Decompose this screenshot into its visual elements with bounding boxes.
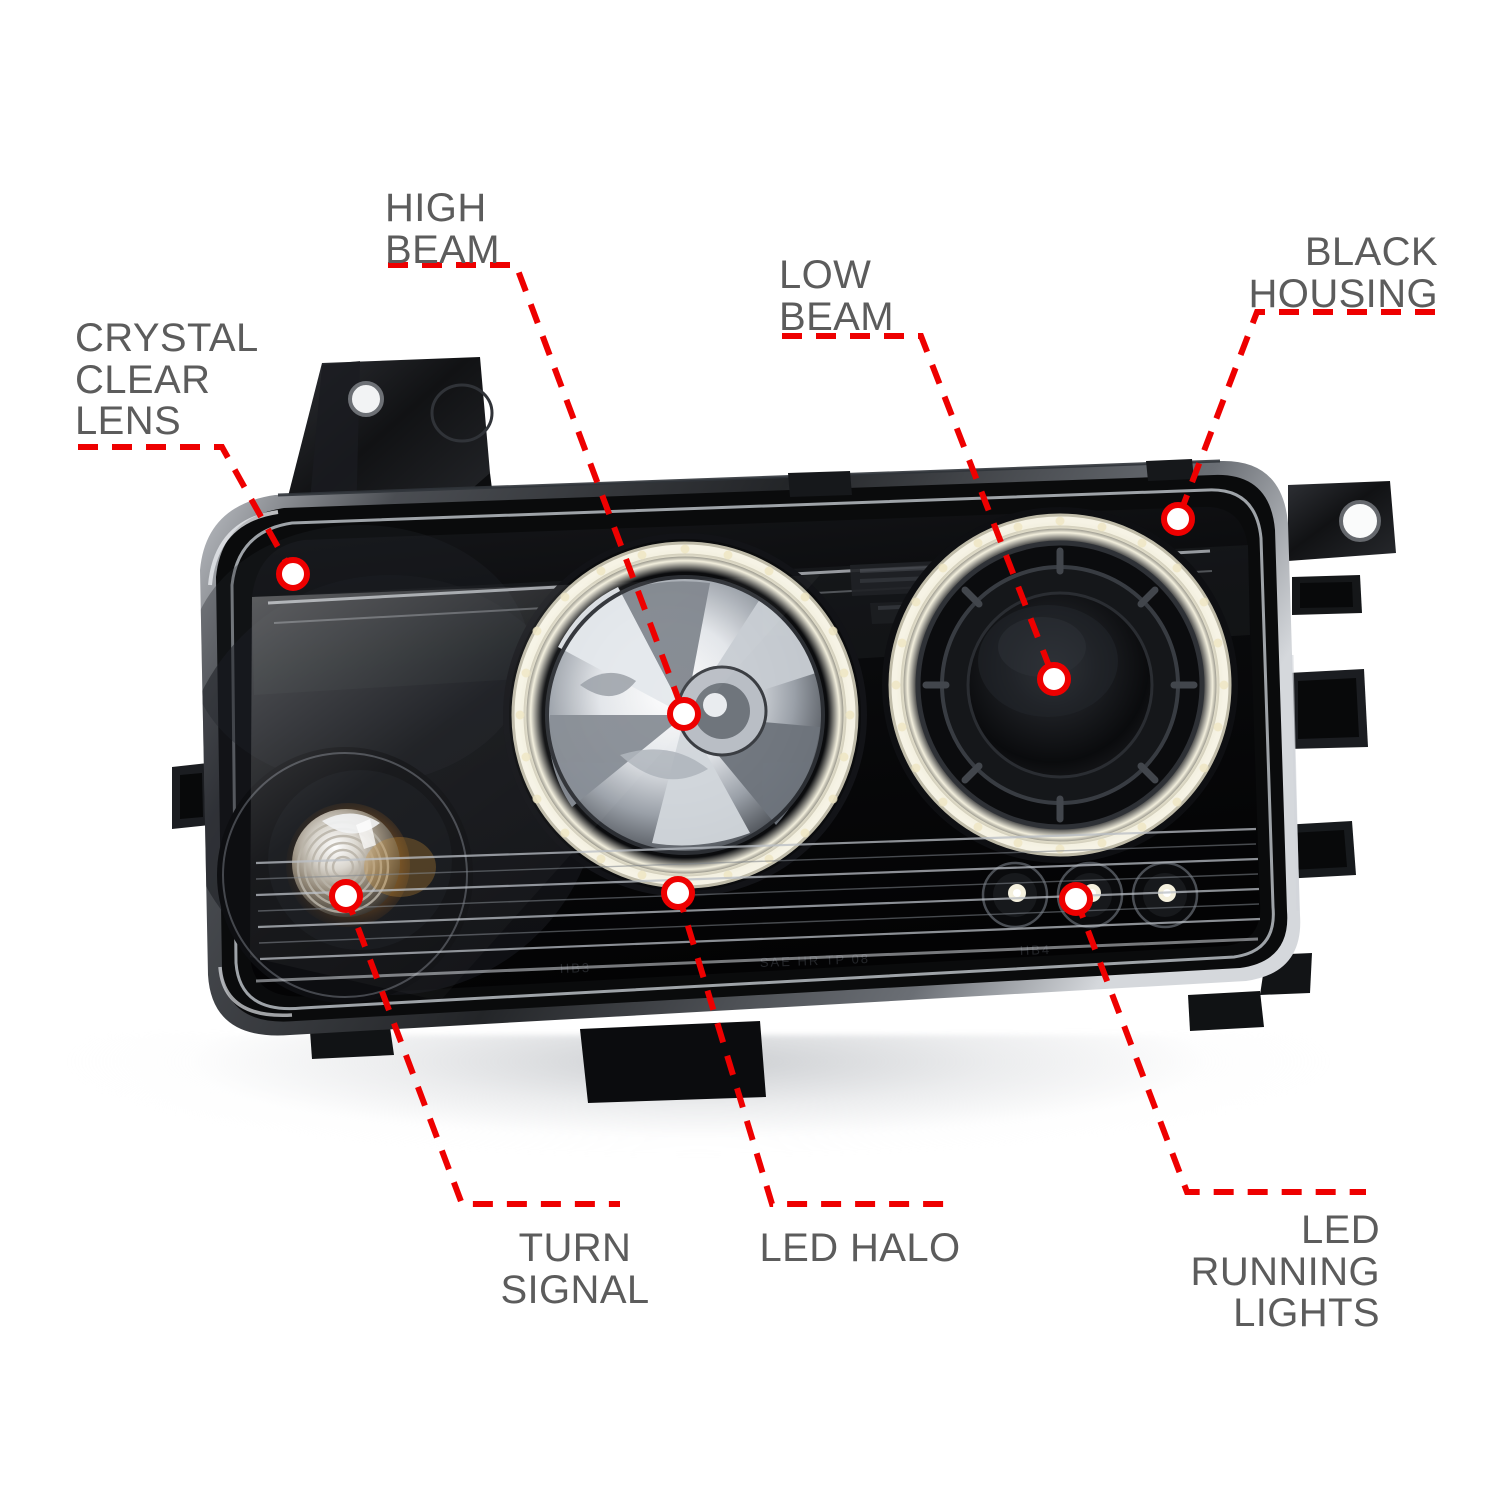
top-clip	[788, 471, 852, 497]
black-housing-interior: HB3 SAE HR TP 08 HB4	[200, 506, 1261, 1003]
callout-label-led-running-lights: LED RUNNING LIGHTS	[1190, 1208, 1380, 1336]
headlight-assembly-image: HB3 SAE HR TP 08 HB4	[60, 355, 1420, 1115]
callout-label-crystal-clear-lens: CRYSTAL CLEAR LENS	[75, 316, 259, 444]
callout-label-black-housing: BLACK HOUSING	[1248, 230, 1438, 316]
low-beam-assembly	[882, 507, 1238, 863]
svg-text:HB4: HB4	[1020, 942, 1052, 958]
callout-label-turn-signal: TURN SIGNAL	[500, 1226, 650, 1312]
callout-label-high-beam: HIGH BEAM	[385, 186, 500, 272]
callout-label-led-halo: LED HALO	[759, 1226, 961, 1270]
callout-label-low-beam: LOW BEAM	[779, 253, 894, 339]
